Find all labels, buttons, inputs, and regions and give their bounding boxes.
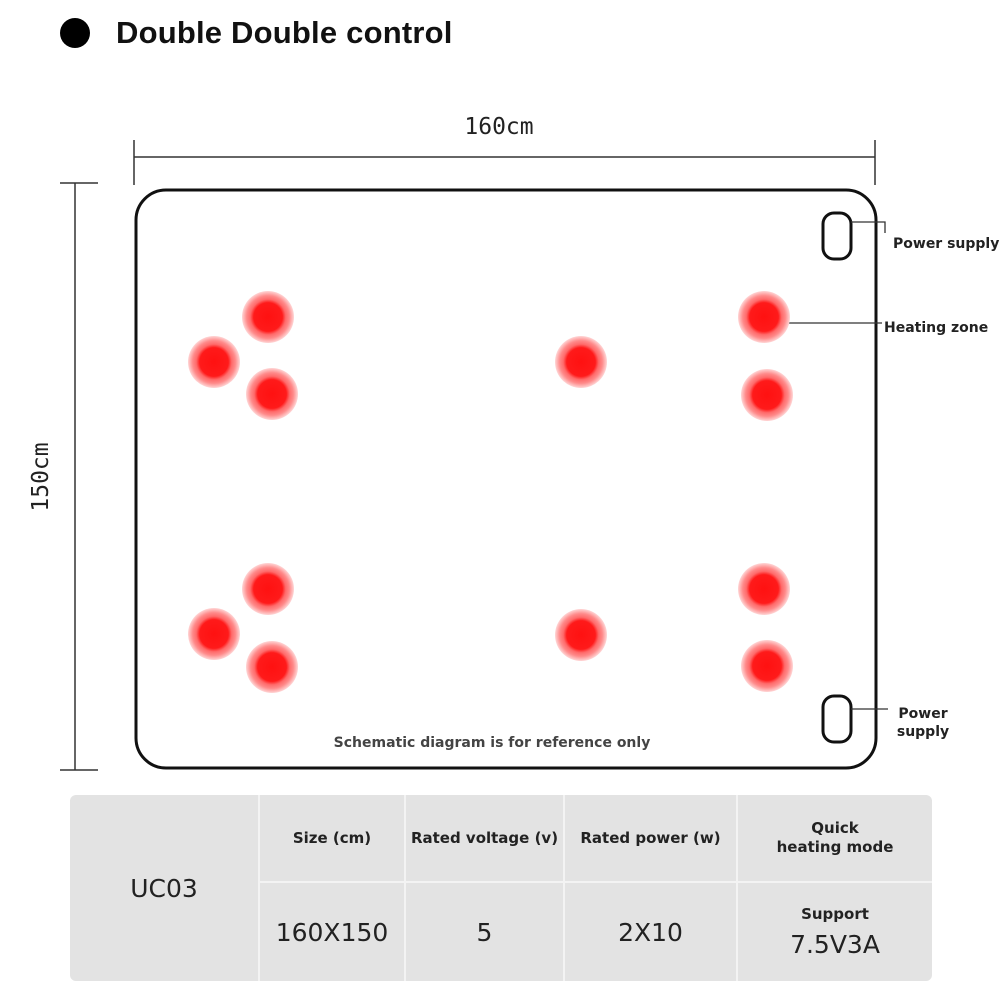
heating-zone	[242, 563, 294, 615]
header-quick-line1: Quick	[811, 819, 859, 837]
value-quick-heating: Support 7.5V3A	[738, 883, 932, 981]
heating-pad-diagram: 160cm 150cm Power supply Heating zone Po…	[28, 114, 999, 771]
table-divider	[404, 795, 406, 981]
page-title: Double Double control	[116, 15, 453, 50]
heating-zone	[246, 641, 298, 693]
callout-line-power-top	[851, 221, 886, 233]
value-support: Support	[801, 905, 869, 923]
heating-zone	[188, 336, 240, 388]
header-size: Size (cm)	[292, 828, 372, 847]
header-quick-heating: Quick heating mode	[738, 795, 932, 881]
heating-zone	[741, 640, 793, 692]
heating-zone	[188, 608, 240, 660]
heating-zone	[242, 291, 294, 343]
heating-zone	[555, 336, 607, 388]
value-quick: 7.5V3A	[790, 930, 880, 959]
heating-zones	[188, 291, 793, 693]
callout-heating-zone: Heating zone	[884, 320, 988, 336]
height-label: 150cm	[28, 442, 54, 511]
heating-zone	[738, 291, 790, 343]
header: Double Double control	[60, 10, 453, 56]
spec-table: UC03 Size (cm) Rated voltage (v) Rated p…	[70, 795, 932, 981]
height-dimension: 150cm	[28, 182, 98, 771]
header-quick-line2: heating mode	[776, 838, 894, 856]
bullet-icon	[60, 18, 90, 48]
power-connector-bottom	[821, 694, 853, 744]
width-dimension: 160cm	[133, 114, 876, 185]
table-divider	[736, 795, 738, 981]
heating-zone	[738, 563, 790, 615]
power-connector-top	[821, 211, 853, 261]
value-power: 2X10	[618, 917, 683, 947]
callout-power-supply-top: Power supply	[893, 236, 999, 252]
callout-power-supply-bottom-line2: supply	[897, 724, 949, 740]
callout-power-supply-bottom-line1: Power	[898, 706, 947, 722]
heating-zone	[246, 368, 298, 420]
reference-note: Schematic diagram is for reference only	[334, 735, 651, 751]
heating-zone	[741, 369, 793, 421]
table-divider	[563, 795, 565, 981]
header-voltage: Rated voltage (v)	[410, 828, 559, 847]
header-power: Rated power (w)	[580, 828, 721, 847]
pad-outline	[134, 188, 878, 770]
value-voltage: 5	[476, 917, 493, 947]
table-divider	[260, 881, 932, 883]
table-divider	[258, 795, 260, 981]
heating-zone	[555, 609, 607, 661]
model-cell: UC03	[130, 873, 198, 903]
value-size: 160X150	[275, 917, 389, 947]
width-label: 160cm	[464, 114, 533, 140]
